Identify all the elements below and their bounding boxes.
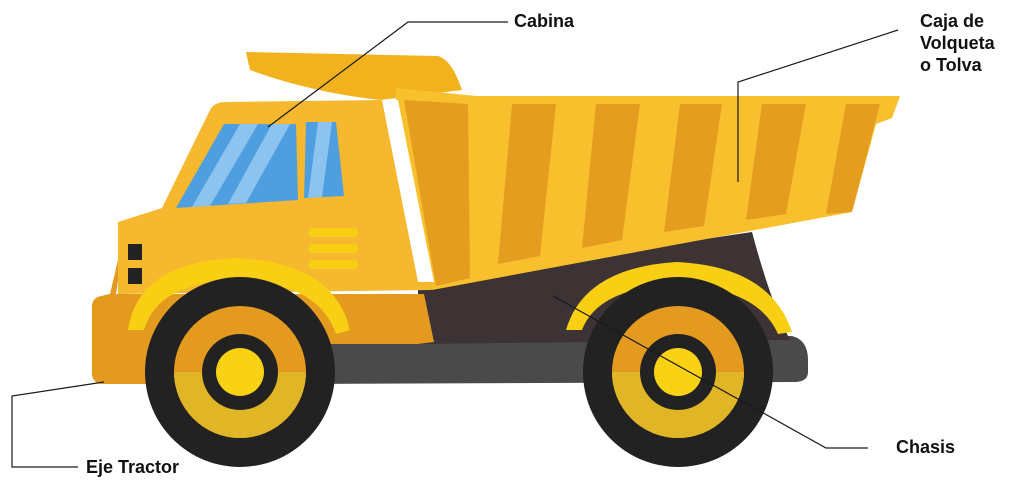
label-chasis: Chasis — [896, 436, 955, 458]
leader-line-eje — [12, 382, 104, 467]
cab-vent-3 — [308, 260, 358, 269]
label-cabina: Cabina — [514, 10, 574, 32]
front-wheel — [145, 277, 335, 467]
dump-truck-illustration — [92, 52, 900, 467]
cab-vent-2 — [308, 244, 358, 253]
headlight-slot-2 — [128, 268, 142, 284]
rear-wheel — [583, 277, 773, 467]
label-caja-de-volqueta: Caja de Volqueta o Tolva — [920, 10, 995, 76]
front-bumper — [92, 296, 132, 384]
headlight-slot-1 — [128, 244, 142, 260]
label-eje-tractor: Eje Tractor — [86, 456, 179, 478]
cab-vent-1 — [308, 228, 358, 237]
